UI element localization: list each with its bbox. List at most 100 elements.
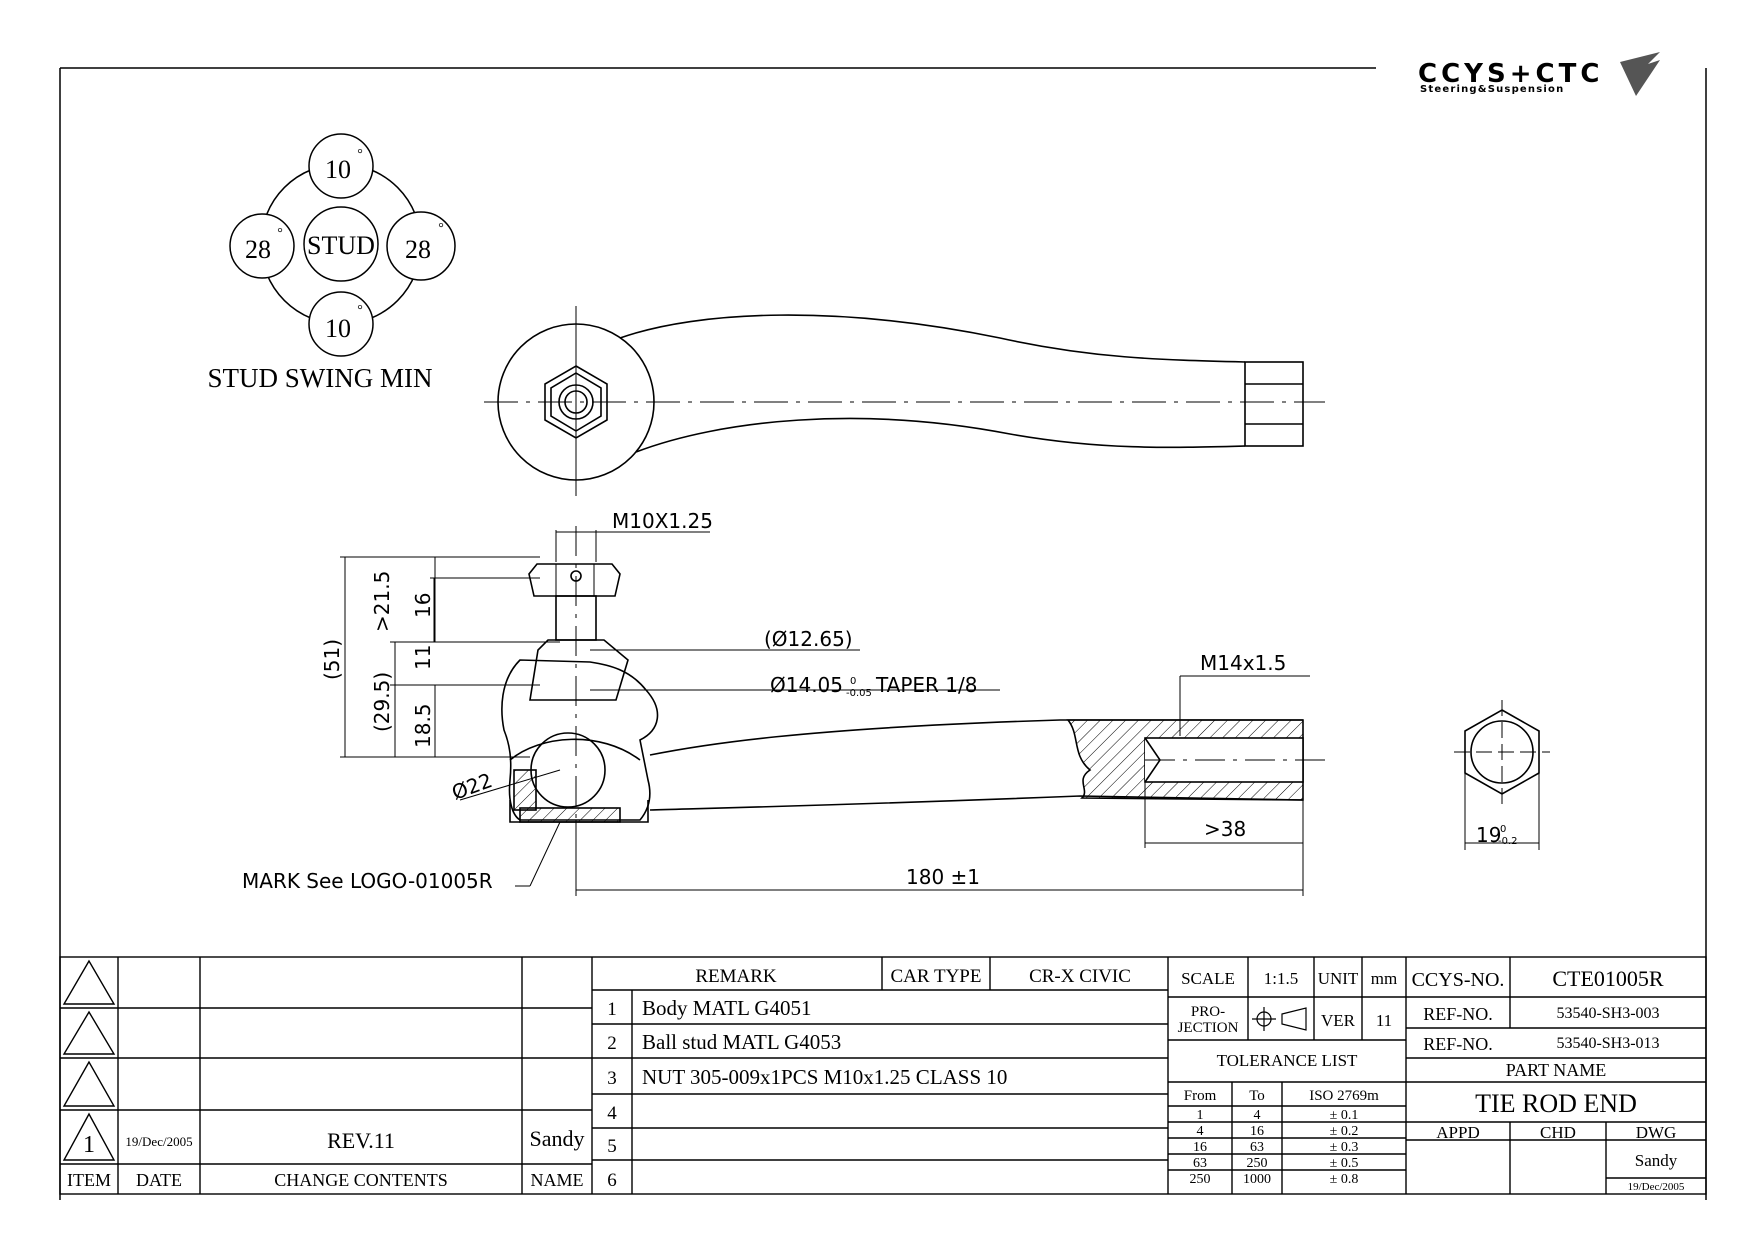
- swing-left-value: 28: [245, 235, 271, 264]
- swing-right-value: 28: [405, 235, 431, 264]
- remark-no-4: 4: [607, 1103, 617, 1124]
- remark-text-3: NUT 305-009x1PCS M10x1.25 CLASS 10: [642, 1065, 1007, 1089]
- tol-tol-3: ± 0.3: [1330, 1140, 1359, 1155]
- mark-note: MARK See LOGO-01005R: [242, 869, 493, 893]
- remark-no-6: 6: [607, 1170, 617, 1191]
- part-name-value: TIE ROD END: [1475, 1089, 1637, 1118]
- threaded-end-top: [1244, 361, 1304, 447]
- ref-no-value-1: 53540-SH3-003: [1556, 1005, 1659, 1022]
- swing-left-circle: [229, 213, 295, 279]
- revision-triangles: [62, 959, 116, 1161]
- dwg-signature: Sandy: [1635, 1151, 1678, 1170]
- title-block-grid: [59, 956, 1707, 1195]
- dim-taper-tol-bottom: -0.05: [846, 688, 872, 699]
- logo-mark-icon: [1620, 52, 1660, 96]
- tol-to-1: 4: [1254, 1108, 1261, 1123]
- tol-to-2: 16: [1250, 1124, 1264, 1139]
- remark-no-3: 3: [607, 1068, 617, 1089]
- tol-from-2: 4: [1197, 1124, 1204, 1139]
- ver-label: VER: [1321, 1011, 1356, 1030]
- arm-side-lower: [649, 795, 1304, 811]
- tol-to-4: 250: [1247, 1156, 1268, 1171]
- dim-thread-depth: >38: [1204, 817, 1246, 841]
- part-name-label: PART NAME: [1506, 1060, 1606, 1080]
- dim-height-29-5: (29.5): [370, 672, 394, 732]
- chd-label: CHD: [1540, 1123, 1576, 1142]
- tol-from-3: 16: [1193, 1140, 1207, 1155]
- dim-hex-size: 19: [1476, 823, 1501, 847]
- dim-height-51: (51): [320, 639, 344, 680]
- ball-circle: [530, 732, 606, 808]
- dim-height-18-5: 18.5: [411, 703, 435, 748]
- dimension-lines: [340, 530, 1310, 896]
- unit-value: mm: [1371, 969, 1397, 988]
- tol-tol-5: ± 0.8: [1330, 1172, 1359, 1187]
- car-type-label: CAR TYPE: [891, 966, 982, 987]
- dim-stud-thread: M10X1.25: [612, 509, 713, 533]
- tol-from-5: 250: [1190, 1172, 1211, 1187]
- revision-date: 19/Dec/2005: [125, 1134, 192, 1149]
- housing-section-hatch: [513, 769, 537, 811]
- tol-tol-1: ± 0.1: [1330, 1108, 1359, 1123]
- swing-top-value: 10: [325, 155, 351, 184]
- header-date: DATE: [136, 1170, 182, 1190]
- swing-bottom-degree: °: [357, 303, 363, 318]
- stud-swing-caption: STUD SWING MIN: [208, 363, 433, 393]
- dim-taper-suffix: TAPER 1/8: [875, 673, 977, 697]
- swing-left-degree: °: [277, 226, 283, 241]
- ver-value: 11: [1376, 1011, 1392, 1030]
- ball-socket-top: [509, 738, 641, 761]
- dim-diameter-12-65: (Ø12.65): [764, 627, 853, 651]
- projection-label-2: JECTION: [1178, 1020, 1239, 1036]
- dim-taper-diameter: Ø14.05: [770, 673, 843, 697]
- company-logo: CCYS+CTC Steering&Suspension: [1418, 52, 1660, 96]
- dim-end-thread: M14x1.5: [1200, 651, 1286, 675]
- seat-section-hatch: [519, 807, 621, 823]
- revision-item: 1: [83, 1132, 95, 1158]
- swing-right-circle: [386, 211, 456, 281]
- dim-overall-length: 180 ±1: [906, 865, 980, 889]
- dim-height-11: 11: [411, 645, 435, 670]
- tol-to-3: 63: [1250, 1140, 1264, 1155]
- swing-bottom-circle: [308, 291, 374, 357]
- top-view: [484, 306, 1325, 496]
- ref-no-label-2: REF-NO.: [1423, 1034, 1493, 1054]
- side-castle-nut: [528, 563, 621, 597]
- arm-upper-edge: [619, 314, 1246, 363]
- projection-label-1: PRO-: [1191, 1004, 1225, 1020]
- tol-header-to: To: [1249, 1088, 1265, 1104]
- dim-height-21-5: >21.5: [370, 571, 394, 632]
- car-type-value: CR-X CIVIC: [1029, 966, 1131, 987]
- remark-no-5: 5: [607, 1136, 617, 1157]
- ccys-no-value: CTE01005R: [1552, 966, 1664, 991]
- remark-text-2: Ball stud MATL G4053: [642, 1030, 841, 1054]
- dwg-date: 19/Dec/2005: [1628, 1181, 1685, 1193]
- tol-tol-2: ± 0.2: [1330, 1124, 1359, 1139]
- tolerance-title: TOLERANCE LIST: [1217, 1051, 1358, 1070]
- header-name: NAME: [531, 1170, 584, 1190]
- remark-no-2: 2: [607, 1033, 617, 1054]
- swing-right-degree: °: [438, 221, 444, 236]
- arm-side-upper: [649, 719, 1303, 756]
- logo-brand: CCYS+CTC: [1418, 59, 1603, 89]
- remark-no-1: 1: [607, 999, 617, 1020]
- dwg-label: DWG: [1636, 1123, 1677, 1142]
- stud-swing-diagram: [229, 133, 456, 357]
- swing-center-circle: [303, 206, 379, 282]
- dim-height-16: 16: [411, 593, 435, 618]
- tol-from-4: 63: [1193, 1156, 1207, 1171]
- appd-label: APPD: [1436, 1123, 1479, 1142]
- side-view: [501, 526, 1325, 823]
- scale-label: SCALE: [1181, 969, 1235, 988]
- remark-header: REMARK: [695, 966, 777, 987]
- swing-bottom-value: 10: [325, 314, 351, 343]
- swing-top-circle: [308, 133, 374, 199]
- first-angle-projection-icon: [1252, 1007, 1307, 1031]
- header-item: ITEM: [67, 1170, 111, 1190]
- ref-no-value-2: 53540-SH3-013: [1556, 1035, 1659, 1052]
- dim-taper-tol-top: 0: [850, 676, 856, 687]
- unit-label: UNIT: [1318, 969, 1359, 988]
- ref-no-label-1: REF-NO.: [1423, 1004, 1493, 1024]
- dim-hex-tol-top: 0: [1500, 824, 1506, 835]
